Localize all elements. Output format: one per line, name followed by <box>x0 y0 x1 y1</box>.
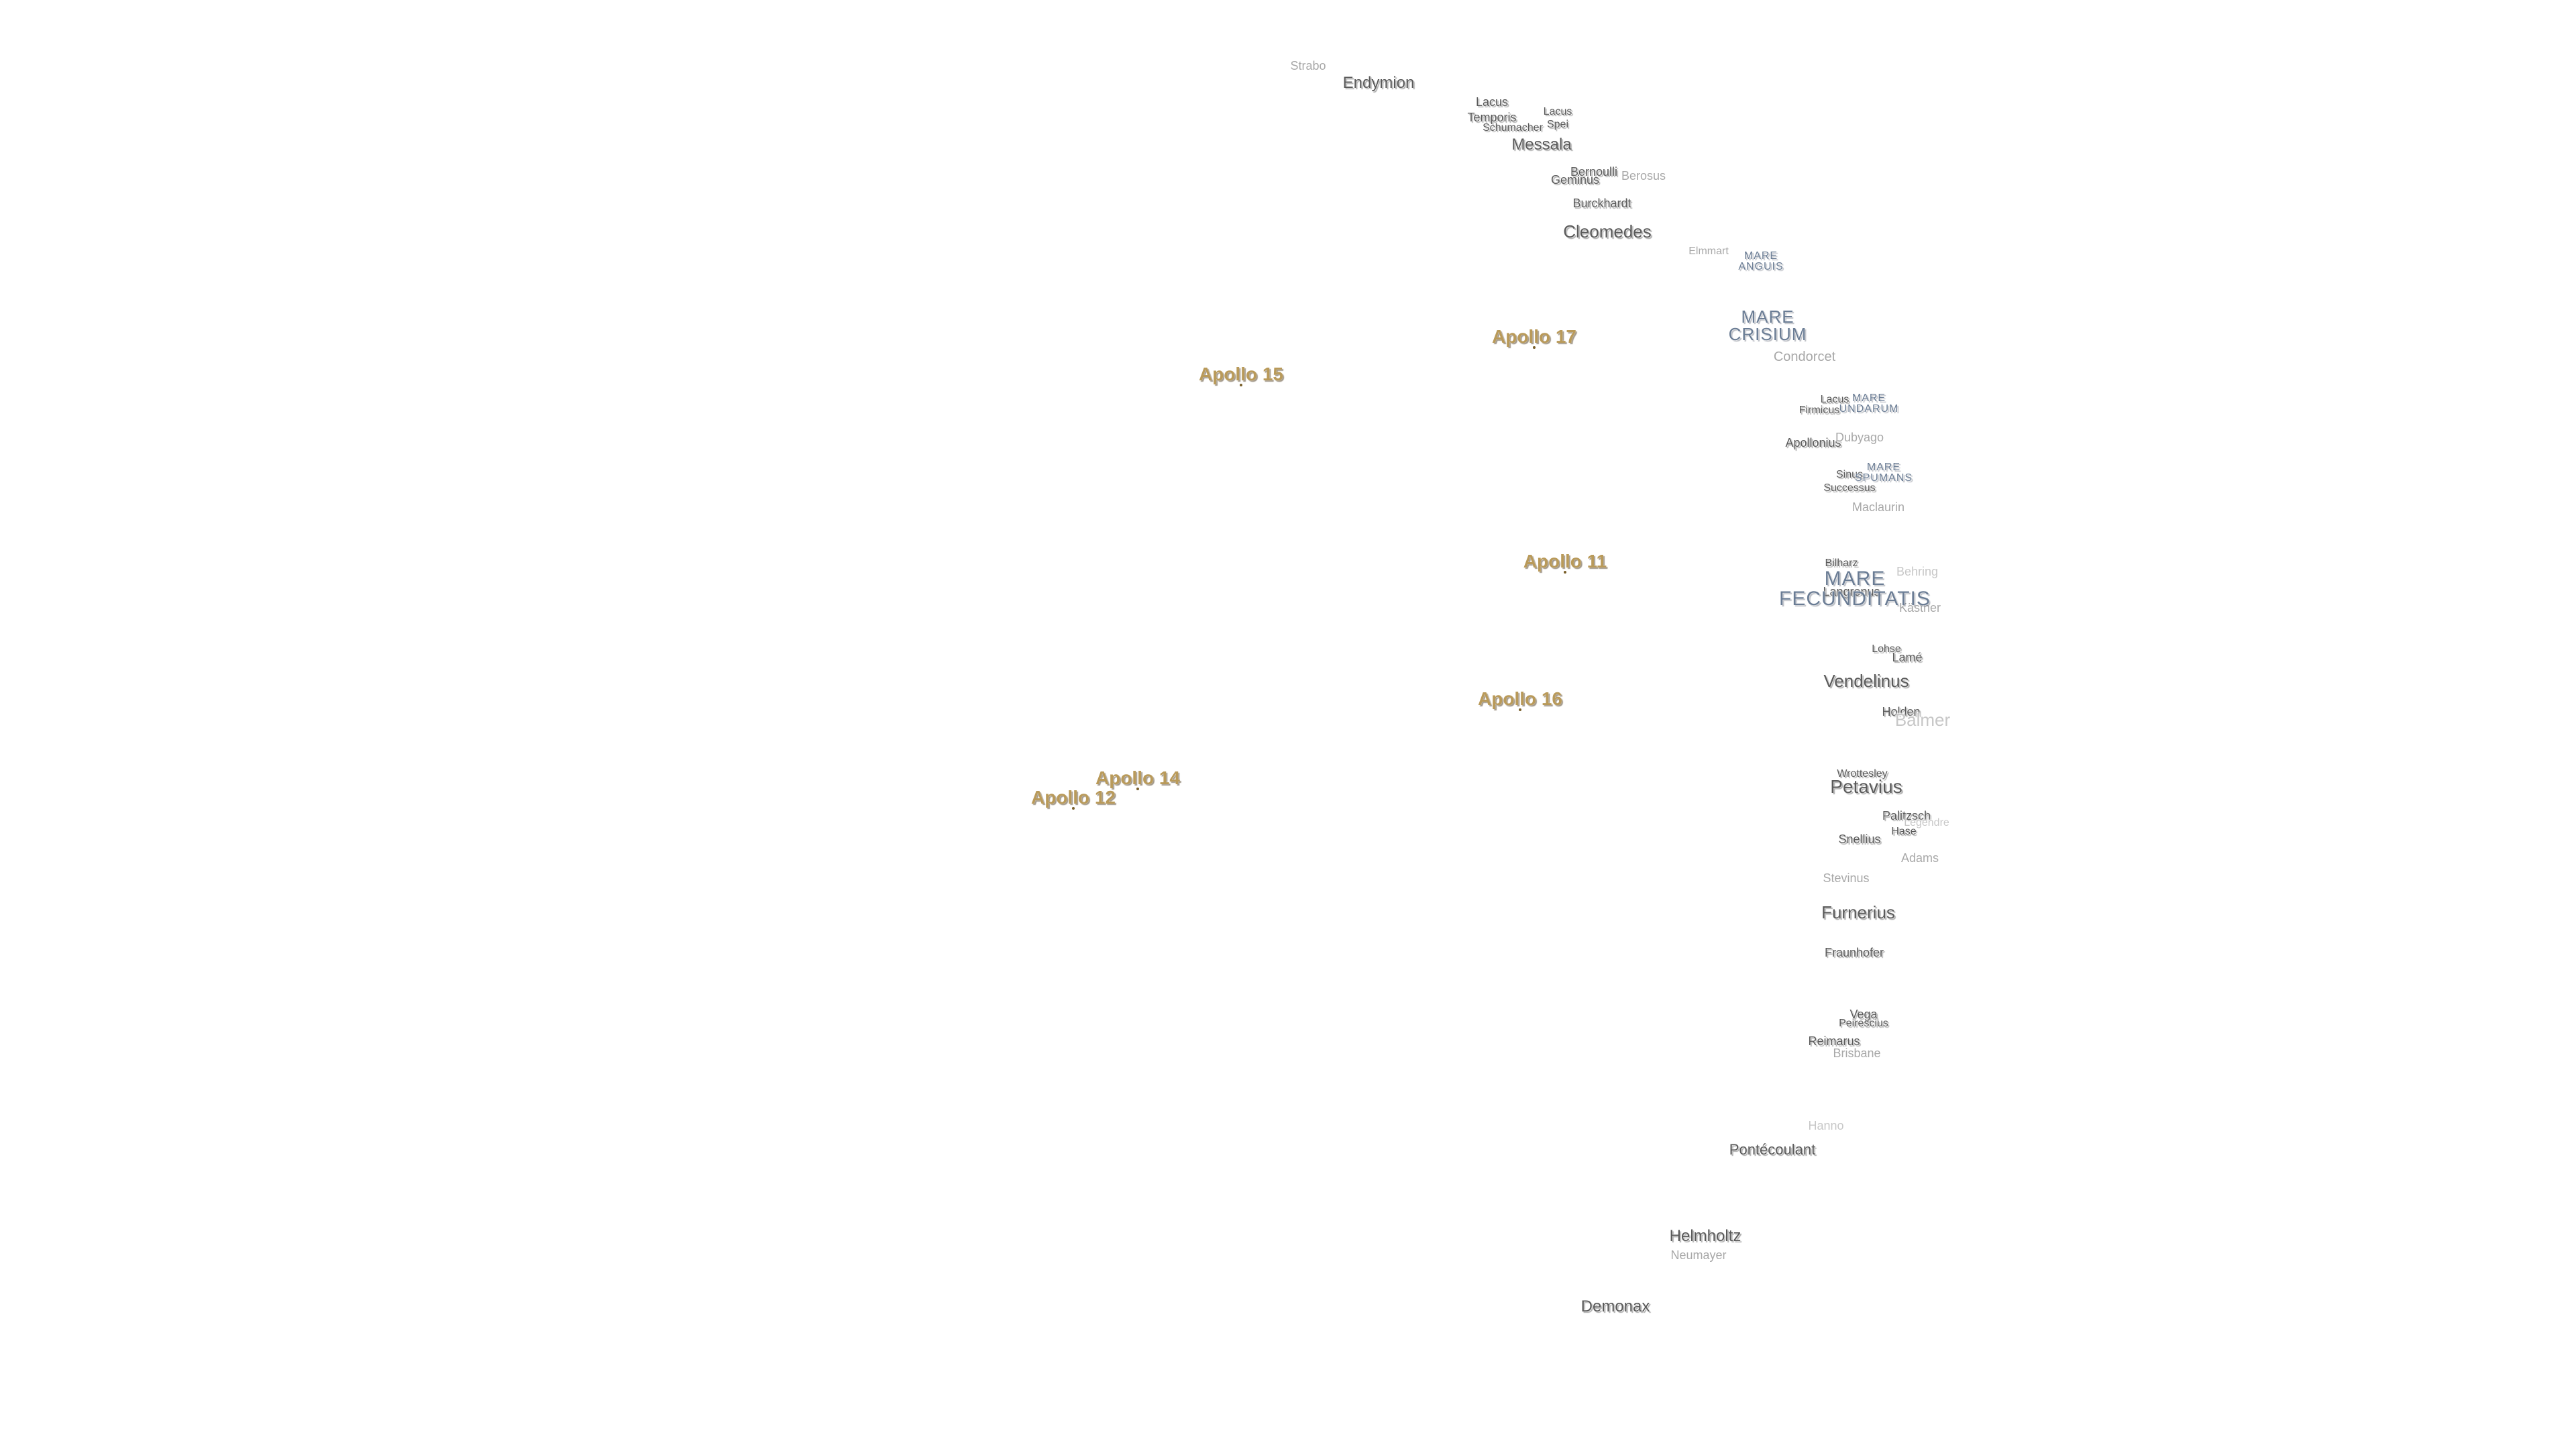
feature-label-brisbane: Brisbane <box>1833 1046 1881 1060</box>
feature-label-apollonius: Apollonius <box>1785 436 1841 449</box>
feature-label-spei: Spei <box>1546 119 1569 130</box>
feature-label-furnerius: Furnerius <box>1821 902 1895 922</box>
feature-label-langrenus: Langrenus <box>1823 585 1880 598</box>
apollo-site-label-11[interactable]: Apollo 11 <box>1523 551 1607 572</box>
feature-label-legendre: Legendre <box>1904 817 1949 828</box>
feature-label-vega: Vega <box>1849 1008 1878 1021</box>
feature-label-temporis: Temporis <box>1467 111 1517 124</box>
apollo-site-label-16[interactable]: Apollo 16 <box>1477 688 1563 709</box>
feature-label-reimarus: Reimarus <box>1808 1034 1860 1048</box>
feature-label-lacus-spei: Lacus <box>1543 106 1572 117</box>
feature-label-stevinus: Stevinus <box>1823 871 1870 885</box>
feature-label-lohse: Lohse <box>1872 643 1901 655</box>
feature-label-geminus: Geminus <box>1550 173 1600 186</box>
feature-label-schumacher: Schumacher <box>1483 122 1543 133</box>
feature-label-kastner: Kästner <box>1898 601 1941 614</box>
feature-label-hase: Hase <box>1891 826 1917 837</box>
feature-label-elmmart: Elmmart <box>1688 246 1729 257</box>
apollo-17-marker[interactable] <box>1533 346 1536 349</box>
apollo-site-label-14[interactable]: Apollo 14 <box>1095 767 1181 788</box>
feature-label-berosus: Berosus <box>1621 169 1666 182</box>
feature-label-burckhardt: Burckhardt <box>1572 197 1631 210</box>
feature-label-strabo: Strabo <box>1290 59 1326 72</box>
feature-label-fraunhofer: Fraunhofer <box>1824 946 1884 959</box>
feature-label-palitzsch: Palitzsch <box>1882 809 1931 822</box>
apollo-16-marker[interactable] <box>1519 708 1521 711</box>
feature-label-wrottesley: Wrottesley <box>1837 768 1888 780</box>
feature-label-petavius: Petavius <box>1830 776 1902 797</box>
feature-label-hanno: Hanno <box>1808 1119 1844 1132</box>
mare-label-spumans: MARE SPUMANS <box>1854 462 1913 484</box>
feature-label-firmicus: Firmicus <box>1799 405 1840 416</box>
feature-label-balmer: Balmer <box>1894 710 1951 730</box>
feature-label-dubyago: Dubyago <box>1835 431 1884 444</box>
apollo-site-label-17[interactable]: Apollo 17 <box>1491 326 1577 347</box>
feature-label-neumayer: Neumayer <box>1670 1248 1727 1262</box>
apollo-11-marker[interactable] <box>1564 571 1566 574</box>
apollo-site-label-15[interactable]: Apollo 15 <box>1198 364 1284 384</box>
mare-label-undarum: MARE UNDARUM <box>1839 392 1899 415</box>
feature-label-bernoulli: Bernoulli <box>1570 165 1618 178</box>
feature-label-helmholtz: Helmholtz <box>1669 1227 1741 1245</box>
mare-label-anguis: MARE ANGUIS <box>1738 250 1784 272</box>
apollo-14-marker[interactable] <box>1136 788 1139 790</box>
feature-label-lame: Lamé <box>1892 651 1923 664</box>
feature-label-bilharz: Bilharz <box>1825 557 1858 569</box>
apollo-12-marker[interactable] <box>1072 807 1075 810</box>
feature-label-lacus-temporis-1: Lacus <box>1475 95 1509 109</box>
feature-label-maclaurin: Maclaurin <box>1851 500 1905 514</box>
feature-label-adams: Adams <box>1900 851 1939 865</box>
feature-label-condorcet: Condorcet <box>1773 350 1836 364</box>
feature-label-lacus-firmicus: Lacus <box>1820 394 1849 405</box>
mare-label-fecunditatis: MARE FECUNDITATIS <box>1779 568 1931 610</box>
feature-label-behring: Behring <box>1896 565 1939 578</box>
feature-label-pontecoulant: Pontécoulant <box>1729 1141 1816 1158</box>
feature-label-demonax: Demonax <box>1580 1297 1650 1316</box>
feature-label-vendelinus: Vendelinus <box>1823 671 1909 691</box>
mare-label-crisium: MARE CRISIUM <box>1728 307 1807 344</box>
feature-label-endymion: Endymion <box>1342 74 1415 92</box>
feature-label-cleomedes: Cleomedes <box>1563 221 1652 241</box>
feature-label-sinus: Sinus <box>1835 469 1864 480</box>
feature-label-successus: Successus <box>1823 482 1876 494</box>
feature-label-peirescius: Peirescius <box>1839 1018 1888 1029</box>
feature-label-snellius: Snellius <box>1838 833 1881 846</box>
feature-label-messala: Messala <box>1511 136 1572 154</box>
feature-label-holden: Holden <box>1882 705 1921 718</box>
apollo-15-marker[interactable] <box>1240 384 1242 386</box>
apollo-site-label-12[interactable]: Apollo 12 <box>1030 787 1116 808</box>
